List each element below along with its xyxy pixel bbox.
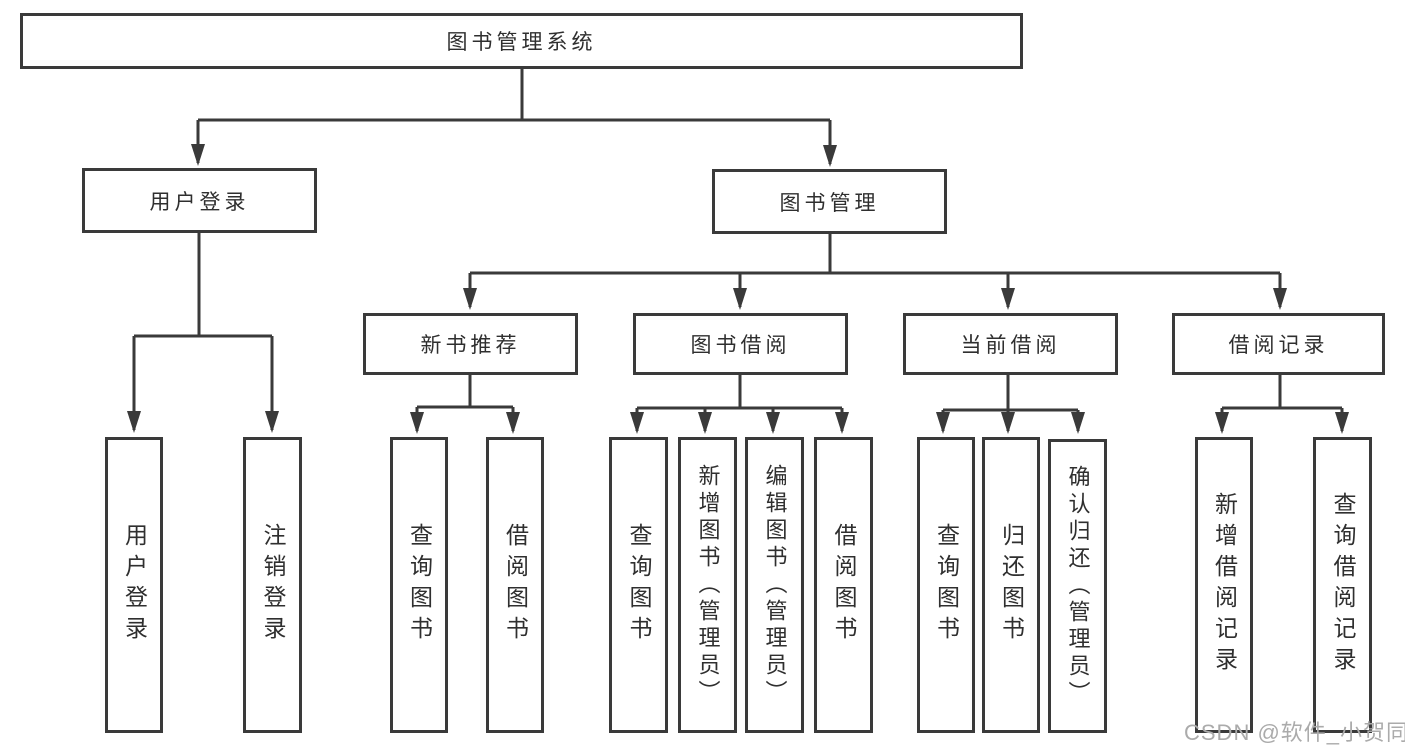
node-current-borrowing: 当前借阅 xyxy=(903,313,1118,375)
leaf-add-book-admin: 新增图书（管理员） xyxy=(678,437,737,733)
leaf-edit-book-admin: 编辑图书（管理员） xyxy=(745,437,804,733)
leaf-query-books-borrowing: 查询图书 xyxy=(609,437,668,733)
node-book-borrowing: 图书借阅 xyxy=(633,313,848,375)
leaf-logout: 注销登录 xyxy=(243,437,302,733)
leaf-query-borrow-record: 查询借阅记录 xyxy=(1313,437,1372,733)
leaf-add-borrow-record: 新增借阅记录 xyxy=(1195,437,1253,733)
node-new-book-recommend: 新书推荐 xyxy=(363,313,578,375)
leaf-borrow-books-recommend: 借阅图书 xyxy=(486,437,544,733)
leaf-query-books-recommend: 查询图书 xyxy=(390,437,448,733)
leaf-query-books-current: 查询图书 xyxy=(917,437,975,733)
node-borrowing-records: 借阅记录 xyxy=(1172,313,1385,375)
node-user-login: 用户登录 xyxy=(82,168,317,233)
leaf-confirm-return-admin: 确认归还（管理员） xyxy=(1048,439,1107,733)
leaf-borrow-books-borrowing: 借阅图书 xyxy=(814,437,873,733)
leaf-user-login: 用户登录 xyxy=(105,437,163,733)
node-root-system: 图书管理系统 xyxy=(20,13,1023,69)
csdn-watermark: CSDN @软件_小贺同学 xyxy=(1184,720,1405,745)
leaf-return-book: 归还图书 xyxy=(982,437,1040,733)
node-book-management: 图书管理 xyxy=(712,169,947,234)
